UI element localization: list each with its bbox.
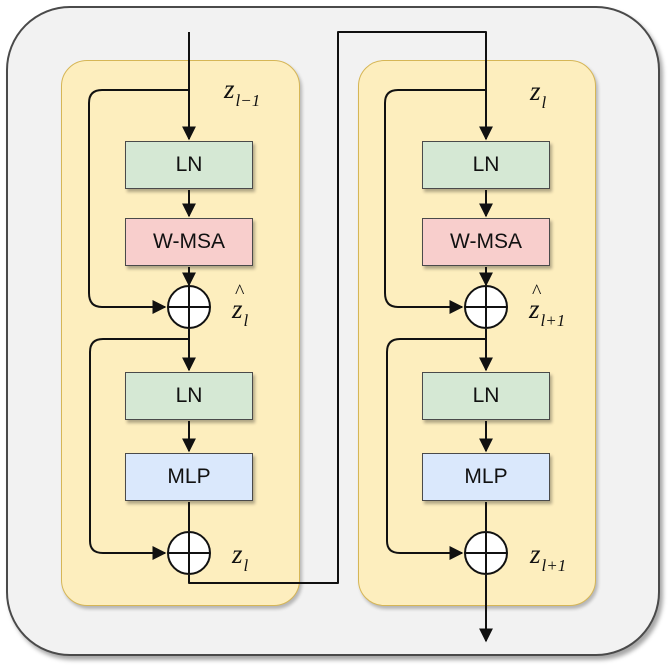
block-1-mlp: MLP (125, 453, 253, 501)
block-2-residual-1 (384, 89, 486, 314)
block-2-mid-label: zl+1 (529, 282, 565, 329)
block-1-adder-2-icon (167, 531, 211, 575)
block-1-w-msa: W-MSA (125, 218, 253, 266)
block-1-ln2: LN (125, 372, 253, 420)
block-2-w-msa: W-MSA (422, 218, 550, 266)
inter-block-connector (188, 31, 493, 584)
block-1-input-label: zl−1 (224, 74, 261, 110)
block-2-output-label: zl+1 (530, 539, 567, 575)
block-1-residual-1 (88, 89, 189, 314)
block-2-input-label: zl (530, 76, 547, 112)
block-1-ln1: LN (125, 141, 253, 189)
block-2-adder-2-icon (464, 531, 508, 575)
block-1-adder-1-icon (167, 285, 211, 329)
block-2-mlp: MLP (422, 453, 550, 501)
block-1-mid-label: zl (232, 282, 248, 329)
block-2-residual-2 (386, 338, 486, 560)
block-2-adder-1-icon (464, 285, 508, 329)
block-1-output-label: zl (232, 539, 249, 575)
block-2-ln2: LN (422, 372, 550, 420)
block-2-ln1: LN (422, 141, 550, 189)
block-1-residual-2 (89, 338, 189, 560)
